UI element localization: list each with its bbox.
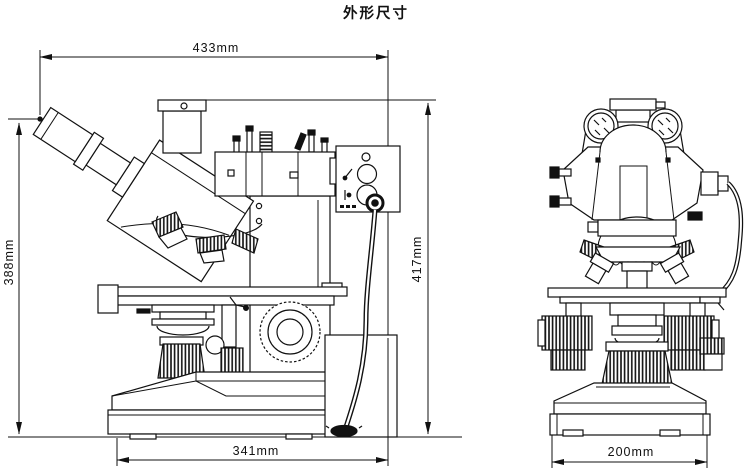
front-lamp-connector — [700, 171, 744, 296]
side-view-drawing — [32, 99, 401, 440]
dimension-annotations: 433mm 388mm 417mm 341mm 200mm — [2, 41, 708, 468]
side-lamp-house — [329, 145, 401, 213]
drawing-title: 外形尺寸 — [343, 4, 409, 22]
front-nosepiece — [579, 239, 695, 266]
dimension-label-left-height: 388mm — [2, 239, 16, 286]
dimension-front-base-width: 200mm — [551, 434, 708, 468]
side-stage — [97, 282, 348, 379]
dimension-side-base-width: 341mm — [116, 438, 389, 466]
side-phototube — [157, 99, 207, 154]
side-field-lens-collar — [157, 336, 206, 379]
front-base — [549, 382, 711, 437]
dimension-right-height: 417mm — [206, 99, 436, 435]
front-side-knobs — [549, 166, 703, 221]
dimension-label-front-base-width: 200mm — [608, 445, 655, 459]
side-stand-box — [324, 334, 398, 438]
dimension-label-right-height: 417mm — [410, 236, 424, 283]
side-nosepiece — [151, 211, 263, 264]
front-condenser-column — [601, 302, 673, 385]
dimension-label-side-base-width: 341mm — [233, 444, 280, 458]
side-illuminator-tube — [214, 125, 336, 197]
front-head — [562, 124, 704, 221]
dimension-left-height: 388mm — [2, 122, 22, 435]
front-illuminator — [587, 216, 677, 249]
front-focus-knobs — [537, 315, 725, 371]
lamp-knob-upper — [356, 163, 378, 185]
power-plug — [330, 424, 358, 438]
side-focus-knob — [259, 301, 321, 363]
front-view-drawing — [537, 98, 744, 437]
side-power-cable — [325, 209, 378, 438]
front-phototube — [609, 98, 666, 123]
dimension-label-top-width: 433mm — [193, 41, 240, 55]
